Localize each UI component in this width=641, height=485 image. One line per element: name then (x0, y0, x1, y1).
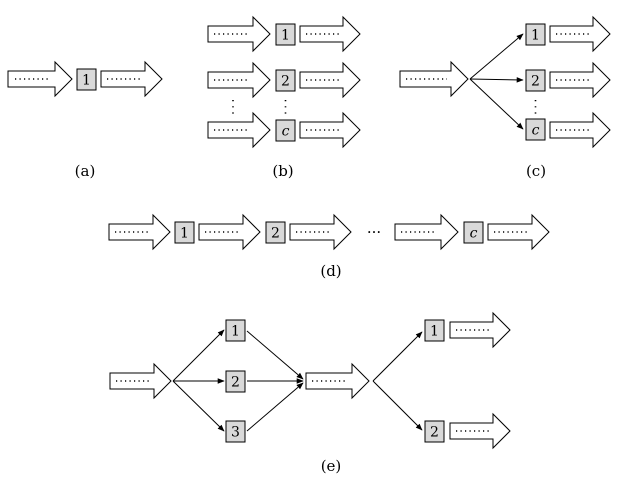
caption-a: (a) (75, 162, 96, 180)
panel-d: 1 2 ··· c (d) (108, 213, 550, 280)
server-box: c (275, 119, 296, 142)
server-box: 1 (225, 319, 246, 342)
panel-e: 1 2 3 1 2 (e) (109, 311, 511, 475)
caption-e: (e) (321, 457, 342, 475)
server-box: 2 (525, 69, 546, 92)
server-box: 2 (225, 370, 246, 393)
output-arrow (100, 60, 163, 98)
server-box: 2 (265, 221, 286, 244)
svg-text:2: 2 (271, 226, 280, 242)
server-box: 3 (225, 420, 246, 443)
svg-text:c: c (470, 226, 478, 242)
caption-c: (c) (526, 162, 546, 180)
svg-text:1: 1 (531, 28, 540, 44)
svg-text:3: 3 (231, 425, 240, 441)
server-box: c (525, 118, 546, 141)
caption-b: (b) (272, 162, 293, 180)
server-box: c (463, 221, 484, 244)
server-box: 1 (275, 23, 296, 46)
server-box: 2 (424, 420, 445, 443)
panel-c: 1 2 c (c) (399, 15, 611, 180)
ellipsis: ··· (367, 223, 381, 241)
svg-text:1: 1 (180, 226, 189, 242)
svg-text:1: 1 (231, 324, 240, 340)
svg-text:2: 2 (430, 425, 439, 441)
input-arrow (7, 60, 73, 98)
svg-text:2: 2 (281, 74, 290, 90)
svg-text:2: 2 (231, 375, 240, 391)
svg-text:1: 1 (281, 28, 290, 44)
caption-d: (d) (320, 262, 341, 280)
svg-text:1: 1 (430, 324, 439, 340)
server-box: 1 (525, 23, 546, 46)
server-box: 1 (174, 221, 195, 244)
svg-text:1: 1 (82, 73, 91, 89)
server-box: 1 (424, 319, 445, 342)
svg-text:c: c (282, 124, 290, 140)
panel-a: 1 (a) (7, 60, 163, 180)
server-box: 1 (76, 68, 97, 91)
svg-text:2: 2 (531, 74, 540, 90)
server-box: 2 (275, 69, 296, 92)
svg-text:c: c (532, 123, 540, 139)
panel-b: 1 2 c (b) (207, 15, 361, 180)
